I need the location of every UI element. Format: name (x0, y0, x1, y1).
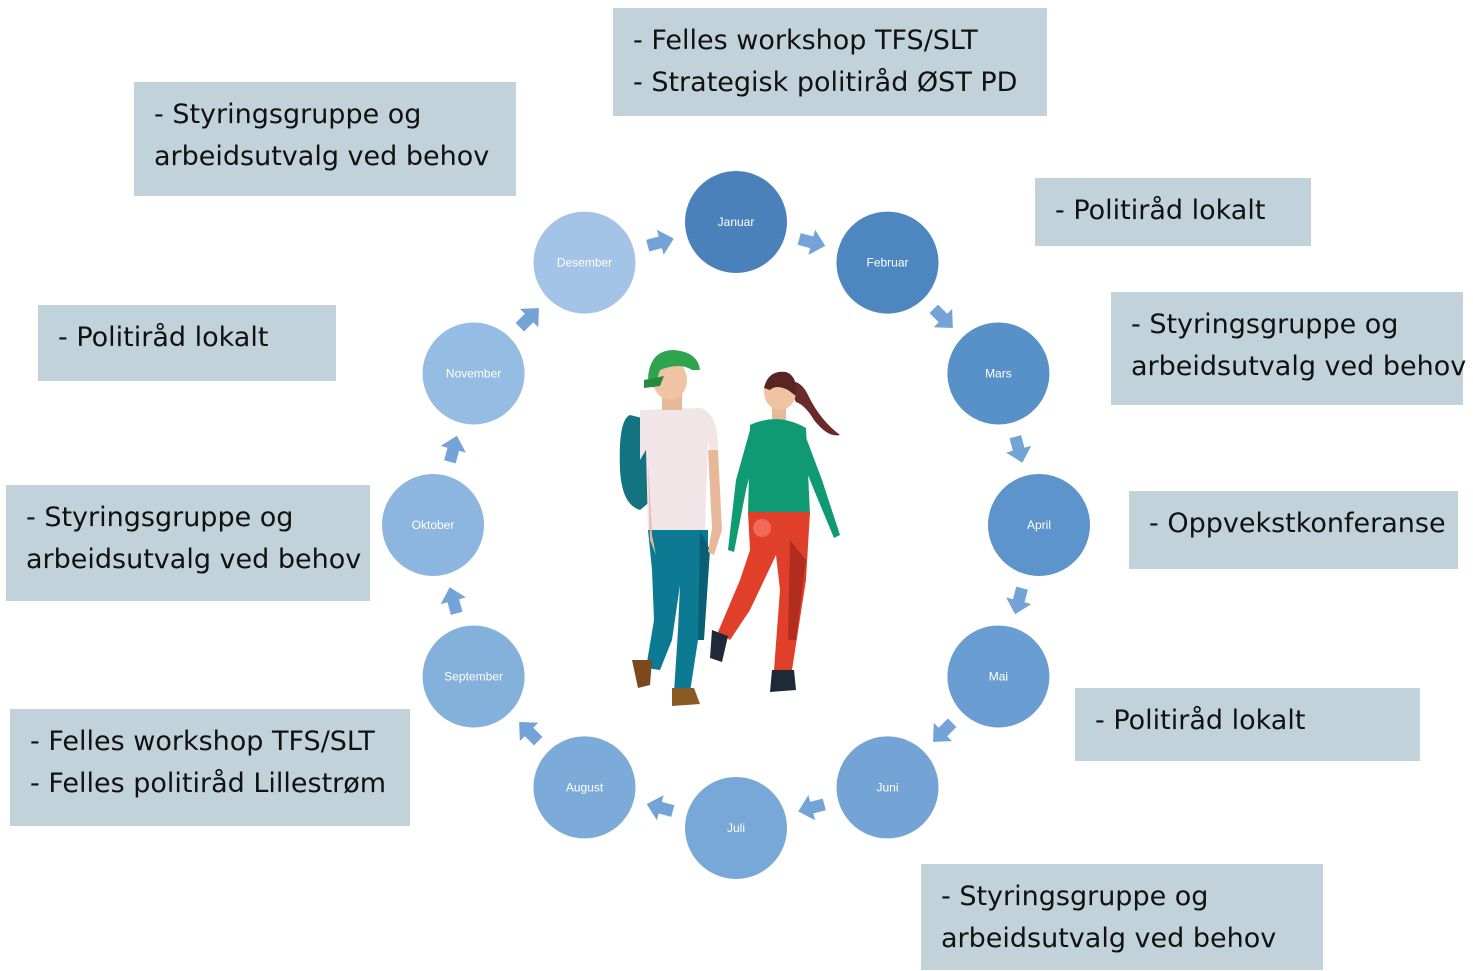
month-circle (380, 472, 486, 578)
cycle-arrow-icon (440, 587, 466, 615)
month-circle (986, 472, 1092, 578)
month-circle (834, 209, 941, 316)
month-label: Mai (989, 670, 1008, 684)
note-line: arbeidsutvalg ved behov (26, 544, 362, 575)
note-line: - Styringsgruppe og (154, 99, 422, 130)
note-line: arbeidsutvalg ved behov (154, 141, 490, 172)
month-label: September (444, 670, 503, 684)
month-node-juni: Juni (834, 734, 941, 841)
woman-figure-icon (710, 371, 840, 692)
cycle-arrow-icon (798, 795, 826, 821)
month-circle (531, 209, 638, 316)
month-node-oktober: Oktober (380, 472, 486, 578)
walking-couple-illustration (619, 350, 840, 706)
month-circle (945, 320, 1052, 427)
month-circle (834, 734, 941, 841)
month-circle (420, 623, 527, 730)
month-label: Desember (557, 256, 612, 270)
note-line: - Styringsgruppe og (1131, 309, 1399, 340)
month-node-februar: Februar (834, 209, 941, 316)
note-january: - Felles workshop TFS/SLT - Strategisk p… (613, 8, 1047, 116)
note-may: - Politiråd lokalt (1075, 688, 1420, 761)
cycle-arrow-icon (515, 308, 539, 332)
month-circle (531, 734, 638, 841)
month-label: Mars (985, 367, 1012, 381)
month-circle (683, 775, 789, 881)
cycle-arrows (440, 229, 1032, 821)
cycle-arrow-icon (440, 435, 466, 464)
note-line: - Felles workshop TFS/SLT (633, 25, 978, 56)
man-figure-icon (619, 350, 722, 706)
note-march: - Styringsgruppe og arbeidsutvalg ved be… (1111, 292, 1467, 405)
month-label: Oktober (412, 518, 455, 532)
month-label: August (566, 780, 604, 794)
month-node-mai: Mai (945, 623, 1052, 730)
note-line: - Politiråd lokalt (1095, 705, 1306, 736)
month-node-april: April (986, 472, 1092, 578)
month-node-januar: Januar (683, 169, 789, 275)
month-node-november: November (420, 320, 527, 427)
note-line: - Politiråd lokalt (1055, 195, 1266, 226)
month-label: Juni (876, 780, 898, 794)
note-line: - Politiråd lokalt (58, 322, 269, 353)
month-node-september: September (420, 623, 527, 730)
month-node-juli: Juli (683, 775, 789, 881)
month-label: November (446, 367, 501, 381)
cycle-arrow-icon (646, 795, 675, 821)
note-february: - Politiråd lokalt (1035, 178, 1311, 246)
note-line: - Felles workshop TFS/SLT (30, 726, 375, 757)
note-line: - Oppvekstkonferanse (1149, 508, 1446, 539)
cycle-arrow-icon (646, 229, 674, 255)
note-line: - Felles politiråd Lillestrøm (30, 768, 387, 799)
note-line: arbeidsutvalg ved behov (1131, 351, 1467, 382)
month-circle (683, 169, 789, 275)
cycle-arrow-icon (1006, 435, 1032, 463)
cycle-arrow-icon (933, 718, 957, 742)
cycle-arrow-icon (519, 722, 543, 746)
note-april: - Oppvekstkonferanse (1129, 491, 1458, 569)
note-november: - Politiråd lokalt (38, 305, 336, 381)
month-node-desember: Desember (531, 209, 638, 316)
note-august: - Felles workshop TFS/SLT - Felles polit… (10, 709, 410, 826)
month-circle (945, 623, 1052, 730)
month-label: April (1027, 518, 1051, 532)
month-label: Februar (866, 256, 908, 270)
month-label: Juli (727, 821, 745, 835)
month-node-august: August (531, 734, 638, 841)
cycle-arrow-icon (1006, 586, 1032, 615)
month-circle (420, 320, 527, 427)
note-june: - Styringsgruppe og arbeidsutvalg ved be… (921, 864, 1323, 970)
month-node-mars: Mars (945, 320, 1052, 427)
note-december: - Styringsgruppe og arbeidsutvalg ved be… (134, 82, 516, 196)
month-label: Januar (718, 215, 755, 229)
note-october: - Styringsgruppe og arbeidsutvalg ved be… (6, 485, 370, 601)
cycle-arrow-icon (797, 229, 826, 255)
note-line: - Styringsgruppe og (26, 502, 294, 533)
note-line: - Styringsgruppe og (941, 881, 1209, 912)
note-line: arbeidsutvalg ved behov (941, 923, 1277, 954)
note-line: - Strategisk politiråd ØST PD (633, 67, 1018, 98)
cycle-arrow-icon (929, 304, 953, 328)
